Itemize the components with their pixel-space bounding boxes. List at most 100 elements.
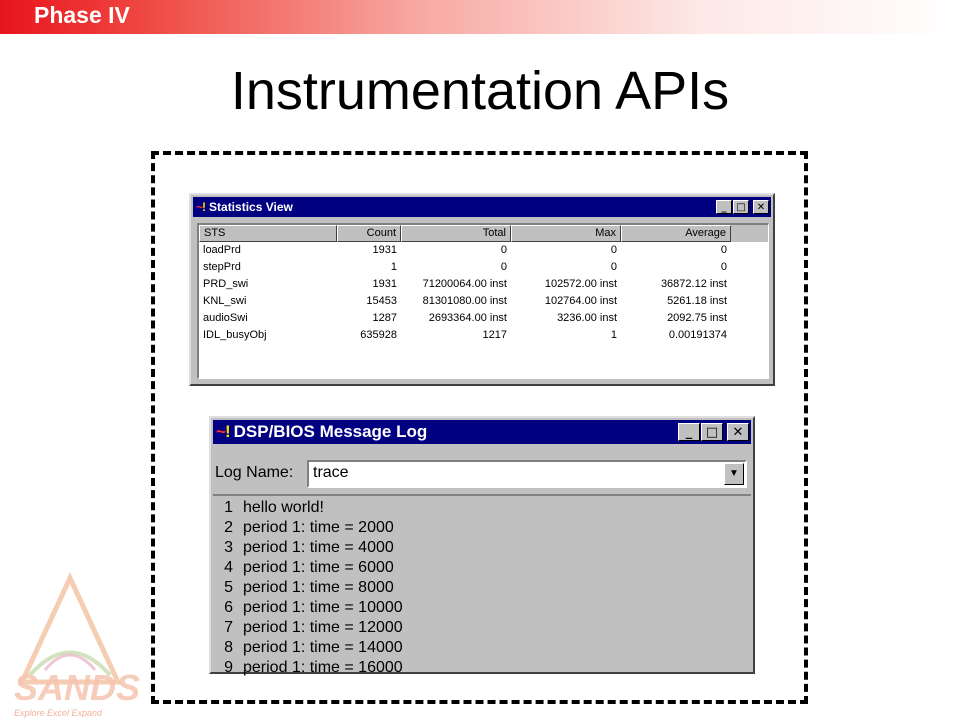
phase-label: Phase IV <box>34 2 130 28</box>
cell-count: 1931 <box>372 278 397 290</box>
cell-sts: audioSwi <box>203 312 248 324</box>
minimize-button[interactable]: _ <box>678 423 700 441</box>
minimize-button[interactable]: _ <box>716 200 732 214</box>
cell-sts: PRD_swi <box>203 278 249 290</box>
log-entry-message: period 1: time = 2000 <box>243 519 394 536</box>
cell-max: 102764.00 inst <box>544 295 617 307</box>
column-header-sts[interactable]: STS <box>199 225 337 242</box>
cell-count: 1287 <box>372 312 397 324</box>
table-row[interactable]: IDL_busyObj 635928 1217 1 0.00191374 <box>199 327 768 344</box>
log-name-label: Log Name: <box>215 464 294 481</box>
svg-text:SANDS: SANDS <box>14 667 140 708</box>
column-header-average[interactable]: Average <box>621 225 731 242</box>
log-entry-number: 3 <box>224 539 233 556</box>
cell-max: 0 <box>610 244 617 256</box>
dropdown-button[interactable]: ▼ <box>724 463 744 485</box>
cell-average: 0 <box>720 261 727 273</box>
log-list[interactable]: 1 hello world! 2 period 1: time = 2000 3… <box>213 494 751 676</box>
minimize-icon: _ <box>721 201 727 213</box>
cell-max: 3236.00 inst <box>557 312 617 324</box>
log-titlebar[interactable]: ~! DSP/BIOS Message Log _ □ ✕ <box>213 420 751 444</box>
table-row[interactable]: audioSwi 1287 2693364.00 inst 3236.00 in… <box>199 310 768 327</box>
svg-text:Explore Excel Expand: Explore Excel Expand <box>14 708 103 718</box>
list-item[interactable]: 5 period 1: time = 8000 <box>213 578 751 598</box>
cell-total: 71200064.00 inst <box>422 278 507 290</box>
list-item[interactable]: 2 period 1: time = 2000 <box>213 518 751 538</box>
log-name-value: trace <box>313 464 349 481</box>
cell-count: 15453 <box>366 295 397 307</box>
table-row[interactable]: stepPrd 1 0 0 0 <box>199 259 768 276</box>
list-item[interactable]: 1 hello world! <box>213 498 751 518</box>
sands-logo: SANDS Explore Excel Expand <box>14 572 140 718</box>
log-entry-number: 1 <box>224 499 233 516</box>
chevron-down-icon: ▼ <box>729 468 739 479</box>
log-entry-message: hello world! <box>243 499 324 516</box>
cell-count: 1 <box>390 261 397 273</box>
message-log-window: ~! DSP/BIOS Message Log _ □ ✕ Log Name: … <box>209 416 755 676</box>
log-entry-number: 7 <box>224 619 233 636</box>
cell-total: 0 <box>500 244 507 256</box>
close-button[interactable]: ✕ <box>727 423 749 441</box>
stats-table: STS Count Total Max Average loadPrd 1931… <box>197 223 769 379</box>
maximize-icon: □ <box>705 424 719 440</box>
cell-average: 0 <box>720 244 727 256</box>
slide-title: Instrumentation APIs <box>230 61 730 121</box>
list-item[interactable]: 4 period 1: time = 6000 <box>213 558 751 578</box>
cell-sts: KNL_swi <box>203 295 247 307</box>
stats-window-title: Statistics View <box>209 200 293 214</box>
cell-sts: IDL_busyObj <box>203 329 267 341</box>
table-row[interactable]: KNL_swi 15453 81301080.00 inst 102764.00… <box>199 293 768 310</box>
column-header-count[interactable]: Count <box>337 225 401 242</box>
maximize-button[interactable]: □ <box>701 423 723 441</box>
log-window-title: DSP/BIOS Message Log <box>233 422 428 441</box>
log-entry-message: period 1: time = 16000 <box>243 659 403 676</box>
cell-total: 0 <box>500 261 507 273</box>
log-name-select[interactable]: trace ▼ <box>307 460 747 488</box>
cell-total: 81301080.00 inst <box>422 295 507 307</box>
cell-total: 2693364.00 inst <box>428 312 507 324</box>
log-entry-number: 9 <box>224 659 233 676</box>
cell-sts: loadPrd <box>203 244 241 256</box>
cell-average: 36872.12 inst <box>660 278 727 290</box>
list-item[interactable]: 3 period 1: time = 4000 <box>213 538 751 558</box>
table-row[interactable]: PRD_swi 1931 71200064.00 inst 102572.00 … <box>199 276 768 293</box>
log-entry-message: period 1: time = 10000 <box>243 599 403 616</box>
log-entry-number: 2 <box>224 519 233 536</box>
cell-max: 1 <box>610 329 617 341</box>
minimize-icon: _ <box>685 424 693 440</box>
log-entry-number: 5 <box>224 579 233 596</box>
maximize-icon: □ <box>736 201 746 213</box>
cell-sts: stepPrd <box>203 261 241 273</box>
list-item[interactable]: 6 period 1: time = 10000 <box>213 598 751 618</box>
close-button[interactable]: ✕ <box>753 200 769 214</box>
cell-count: 635928 <box>360 329 397 341</box>
cell-max: 0 <box>610 261 617 273</box>
app-icon: ~! <box>216 422 231 441</box>
list-item[interactable]: 8 period 1: time = 14000 <box>213 638 751 658</box>
list-item[interactable]: 9 period 1: time = 16000 <box>213 658 751 678</box>
cell-average: 2092.75 inst <box>667 312 727 324</box>
cell-average: 0.00191374 <box>668 329 727 341</box>
log-entry-message: period 1: time = 6000 <box>243 559 394 576</box>
dashed-frame <box>151 151 808 704</box>
maximize-button[interactable]: □ <box>733 200 749 214</box>
app-icon: ~! <box>196 200 206 214</box>
log-entry-number: 8 <box>224 639 233 656</box>
list-item[interactable]: 7 period 1: time = 12000 <box>213 618 751 638</box>
cell-average: 5261.18 inst <box>667 295 727 307</box>
table-row[interactable]: loadPrd 1931 0 0 0 <box>199 242 768 259</box>
statistics-view-window: ~! Statistics View _ □ ✕ STS Count Total… <box>189 193 775 386</box>
log-entry-number: 6 <box>224 599 233 616</box>
log-entry-message: period 1: time = 12000 <box>243 619 403 636</box>
log-entry-message: period 1: time = 8000 <box>243 579 394 596</box>
stats-titlebar[interactable]: ~! Statistics View _ □ ✕ <box>193 197 771 217</box>
stats-header-row: STS Count Total Max Average <box>199 225 768 242</box>
column-header-max[interactable]: Max <box>511 225 621 242</box>
close-icon: ✕ <box>756 201 766 213</box>
phase-banner: Phase IV <box>0 0 960 34</box>
column-header-total[interactable]: Total <box>401 225 511 242</box>
cell-count: 1931 <box>372 244 397 256</box>
log-entry-message: period 1: time = 4000 <box>243 539 394 556</box>
cell-total: 1217 <box>482 329 507 341</box>
cell-max: 102572.00 inst <box>544 278 617 290</box>
